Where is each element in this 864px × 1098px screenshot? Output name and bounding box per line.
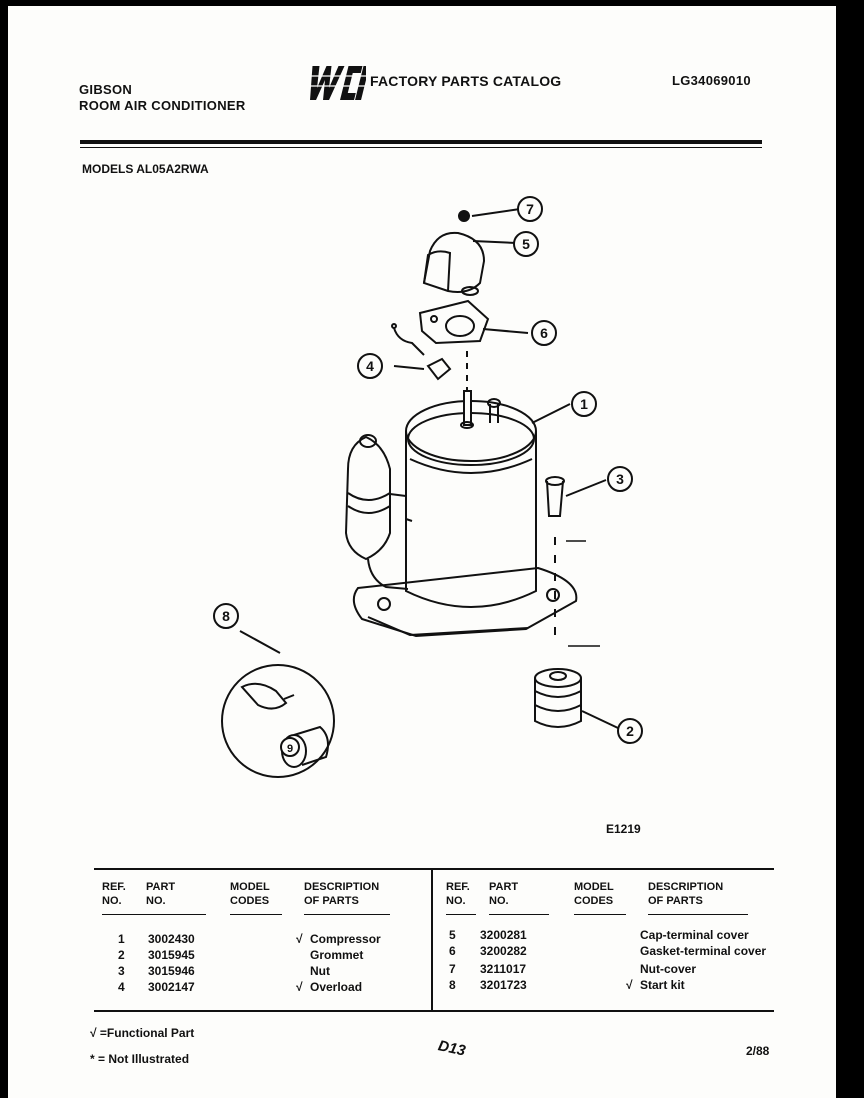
callout-label: 6 xyxy=(540,325,548,341)
row-ref: 2 xyxy=(118,948,125,962)
row-ref: 6 xyxy=(449,944,456,958)
revision-date: 2/88 xyxy=(746,1044,770,1058)
header-underline xyxy=(304,914,390,915)
table-bottom-rule xyxy=(94,1010,774,1012)
page-mark: D13 xyxy=(436,1037,467,1060)
header-underline xyxy=(102,914,162,915)
callout-label: 5 xyxy=(522,236,530,252)
row-description: Overload xyxy=(310,980,363,994)
start-kit-inset xyxy=(221,664,335,778)
table-center-rule xyxy=(431,870,433,1010)
row-part-no: 3211017 xyxy=(480,962,527,976)
not-illustrated-note: * = Not Illustrated xyxy=(90,1052,190,1066)
header-underline xyxy=(446,914,476,915)
functional-part-note: √ =Functional Part xyxy=(90,1026,195,1040)
row-description: Start kit xyxy=(640,978,685,992)
grommet-part xyxy=(534,668,582,728)
header-rule xyxy=(80,140,762,144)
catalog-code: LG34069010 xyxy=(672,73,751,88)
table-top-rule xyxy=(94,868,774,870)
functional-mark: √ xyxy=(296,980,303,994)
callout-label: 8 xyxy=(222,608,230,624)
callouts xyxy=(213,196,643,757)
callout-label: 4 xyxy=(366,358,374,374)
header-underline xyxy=(146,914,206,915)
col-header-ref: REF.NO. xyxy=(102,881,126,907)
callout-label: 7 xyxy=(526,201,534,217)
row-part-no: 3200281 xyxy=(480,928,527,942)
figure-code: E1219 xyxy=(606,822,641,836)
row-description: Gasket-terminal cover xyxy=(640,944,767,958)
row-description: Nut xyxy=(310,964,330,978)
exploded-diagram: 7 5 6 4 1 3 8 2 9 xyxy=(213,196,643,778)
row-ref: 3 xyxy=(118,964,125,978)
accumulator xyxy=(344,434,413,590)
row-description: Cap-terminal cover xyxy=(640,928,749,942)
product-name: ROOM AIR CONDITIONER xyxy=(79,98,246,113)
callout-label: 3 xyxy=(616,471,624,487)
wci-logo xyxy=(304,66,366,100)
models-line: MODELS AL05A2RWA xyxy=(82,162,209,176)
row-ref: 4 xyxy=(118,980,125,994)
row-ref: 1 xyxy=(118,932,125,946)
header-underline xyxy=(489,914,549,915)
row-ref: 5 xyxy=(449,928,456,942)
terminal-cover-part xyxy=(422,231,486,296)
functional-mark: √ xyxy=(626,978,633,992)
catalog-page: GIBSON ROOM AIR CONDITIONER FACTORY PART… xyxy=(8,6,836,1098)
nut-cover-part xyxy=(458,210,470,222)
row-part-no: 3015945 xyxy=(148,948,195,962)
row-ref: 8 xyxy=(449,978,456,992)
nut-part xyxy=(545,476,565,517)
row-part-no: 3002147 xyxy=(148,980,195,994)
functional-mark: √ xyxy=(296,932,303,946)
col-header-ref: REF.NO. xyxy=(446,881,470,907)
header-left: GIBSON ROOM AIR CONDITIONER xyxy=(79,82,246,114)
row-description: Grommet xyxy=(310,948,364,962)
header-rule-thin xyxy=(80,147,762,148)
compressor-shell xyxy=(405,400,537,608)
gasket-part xyxy=(418,299,490,345)
row-part-no: 3201723 xyxy=(480,978,527,992)
row-part-no: 3200282 xyxy=(480,944,527,958)
catalog-title: FACTORY PARTS CATALOG xyxy=(370,73,562,89)
callout-label: 1 xyxy=(580,396,588,412)
row-ref: 7 xyxy=(449,962,456,976)
brand-name: GIBSON xyxy=(79,82,133,97)
row-description: Nut-cover xyxy=(640,962,697,976)
header-underline xyxy=(574,914,626,915)
callout-label: 2 xyxy=(626,723,634,739)
inset-label: 9 xyxy=(287,743,293,755)
row-description: Compressor xyxy=(310,932,381,946)
header-underline xyxy=(648,914,748,915)
overload-part xyxy=(391,323,452,381)
header-underline xyxy=(230,914,282,915)
row-part-no: 3002430 xyxy=(148,932,195,946)
row-part-no: 3015946 xyxy=(148,964,195,978)
